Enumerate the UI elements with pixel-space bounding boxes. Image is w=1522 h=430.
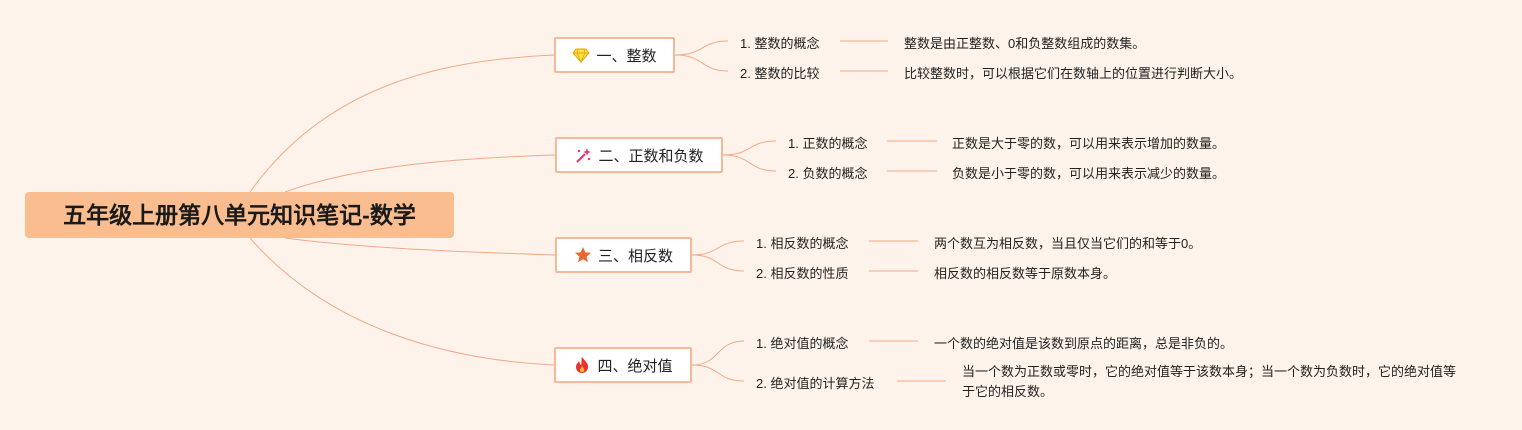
note-integer-concept: 整数是由正整数、0和负整数组成的数集。 xyxy=(904,36,1146,51)
note-opposite-property: 相反数的相反数等于原数本身。 xyxy=(934,266,1117,281)
leaf-absolute-calculation[interactable]: 2. 绝对值的计算方法 xyxy=(756,376,875,391)
leaf-absolute-concept[interactable]: 1. 绝对值的概念 xyxy=(756,336,849,351)
connector-b2-c1 xyxy=(722,140,777,156)
magic-wand-icon xyxy=(574,146,592,164)
connector-root-branch-1 xyxy=(249,54,555,193)
note-opposite-concept: 两个数互为相反数，当且仅当它们的和等于0。 xyxy=(934,236,1202,251)
connector-b1-c1 xyxy=(674,40,729,56)
branch-label: 二、正数和负数 xyxy=(598,147,704,165)
leaf-integer-concept[interactable]: 1. 整数的概念 xyxy=(740,36,820,51)
connector-b3-c1 xyxy=(691,240,745,256)
note-absolute-calculation: 当一个数为正数或零时，它的绝对值等于该数本身；当一个数为负数时，它的绝对值等于它… xyxy=(962,364,1457,399)
note-integer-compare: 比较整数时，可以根据它们在数轴上的位置进行判断大小。 xyxy=(904,66,1243,81)
leaf-positive-concept[interactable]: 1. 正数的概念 xyxy=(788,136,868,151)
note-absolute-concept: 一个数的绝对值是该数到原点的距离，总是非负的。 xyxy=(934,336,1234,351)
branch-label: 一、整数 xyxy=(596,47,657,65)
root-topic[interactable]: 五年级上册第八单元知识笔记-数学 xyxy=(25,192,454,238)
connector-root-branch-2 xyxy=(284,154,556,193)
note-negative-concept: 负数是小于零的数，可以用来表示减少的数量。 xyxy=(952,166,1226,181)
note-positive-concept: 正数是大于零的数，可以用来表示增加的数量。 xyxy=(952,136,1226,151)
connector-b4-c2 xyxy=(691,364,745,382)
leaf-negative-concept[interactable]: 2. 负数的概念 xyxy=(788,166,868,181)
connector-root-branch-3 xyxy=(284,237,556,256)
leaf-opposite-concept[interactable]: 1. 相反数的概念 xyxy=(756,236,849,251)
branch-absolute-value[interactable]: 四、绝对值 xyxy=(554,347,692,383)
branch-integers[interactable]: 一、整数 xyxy=(554,37,675,73)
connector-b4-c1 xyxy=(691,340,745,366)
star-icon xyxy=(574,246,592,264)
branch-label: 三、相反数 xyxy=(597,247,673,265)
branch-positive-negative[interactable]: 二、正数和负数 xyxy=(555,137,723,173)
branch-label: 四、绝对值 xyxy=(597,357,673,375)
leaf-opposite-property[interactable]: 2. 相反数的性质 xyxy=(756,266,849,281)
branch-opposites[interactable]: 三、相反数 xyxy=(555,237,692,273)
gem-icon xyxy=(572,46,591,64)
leaf-integer-compare[interactable]: 2. 整数的比较 xyxy=(740,66,820,81)
fire-icon xyxy=(573,356,591,374)
connector-b2-c2 xyxy=(722,154,777,172)
connector-b3-c2 xyxy=(691,254,745,272)
connector-root-branch-4 xyxy=(249,237,555,366)
connector-b1-c2 xyxy=(674,54,729,72)
